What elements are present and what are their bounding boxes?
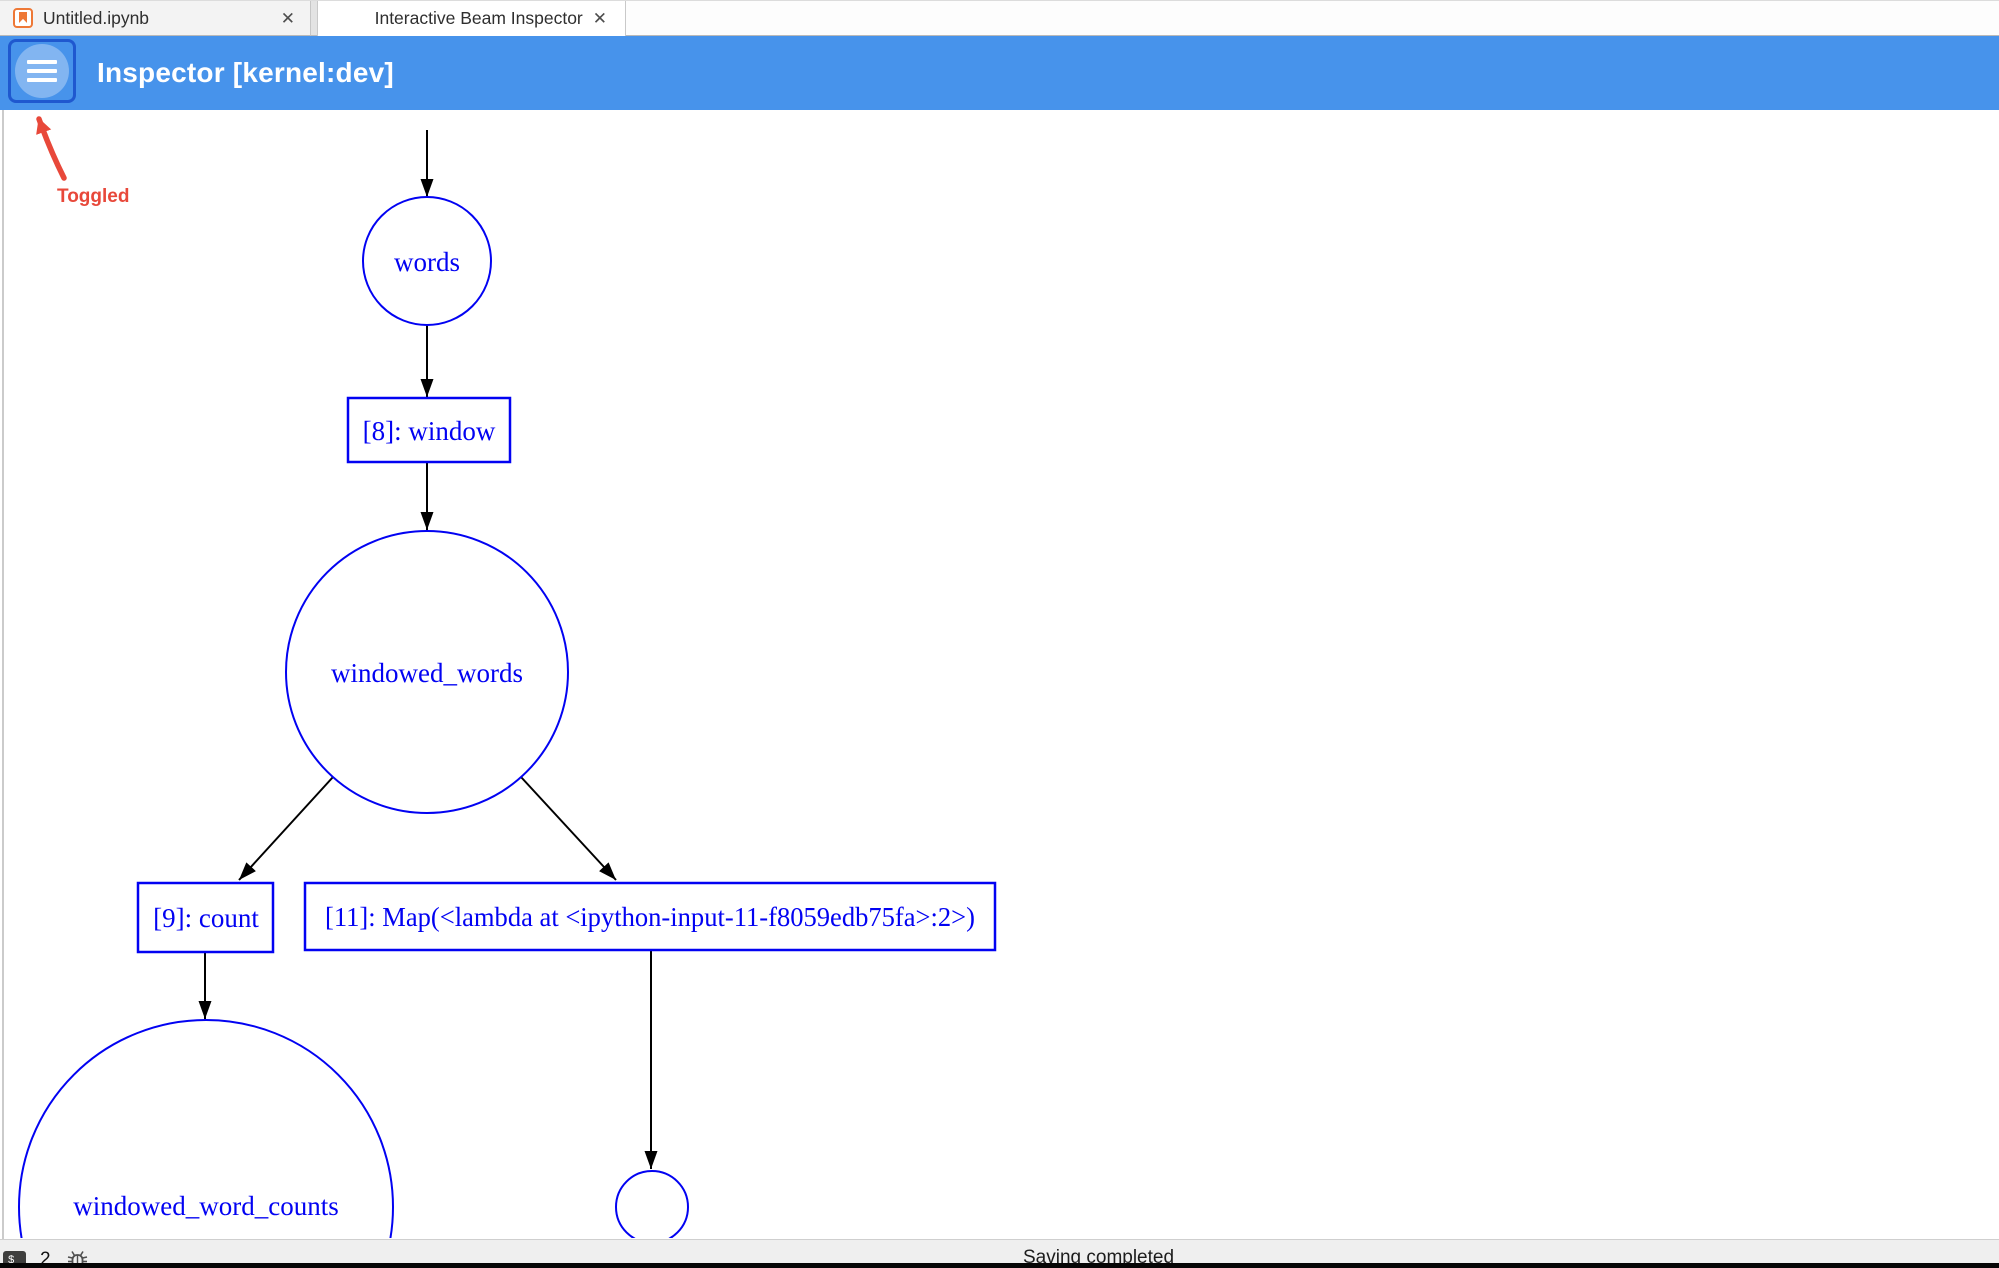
graph-node-count-label: [9]: count <box>153 903 259 933</box>
edge-windowed-words-to-map <box>520 776 617 881</box>
tab-bar-empty-space <box>626 1 1999 36</box>
inspector-header: Inspector [kernel:dev] <box>0 36 1999 110</box>
tab-interactive-beam-inspector[interactable]: Interactive Beam Inspector ✕ <box>317 1 626 36</box>
content-left-border <box>2 110 4 1239</box>
hamburger-icon <box>27 60 57 64</box>
annotation-arrow <box>36 116 67 181</box>
graph-node-windowed-words-label: windowed_words <box>331 658 523 688</box>
tab-untitled-label-group: Untitled.ipynb <box>13 8 149 29</box>
graph-node-windowed-word-counts-label: windowed_word_counts <box>73 1191 338 1221</box>
close-icon[interactable]: ✕ <box>280 8 295 28</box>
graph-node-windowed-word-counts <box>18 1019 394 1238</box>
inspector-title: Inspector [kernel:dev] <box>97 57 394 88</box>
graph-node-words-label: words <box>394 247 460 277</box>
tab-untitled-notebook[interactable]: Untitled.ipynb ✕ <box>0 1 311 36</box>
graph-node-count <box>136 881 275 954</box>
close-icon[interactable]: ✕ <box>592 9 607 28</box>
annotation-toggled-label: Toggled <box>57 186 130 207</box>
window-bottom-edge <box>0 1263 1999 1268</box>
menu-button-toggled-highlight <box>15 44 69 98</box>
graph-node-map-label: [11]: Map(<lambda at <ipython-input-11-f… <box>325 902 975 932</box>
graph-node-windowed-words <box>285 530 569 814</box>
graph-node-words <box>362 196 492 326</box>
tab-separator <box>311 1 317 36</box>
notebook-icon <box>13 8 33 28</box>
tab-label: Untitled.ipynb <box>43 7 150 28</box>
tab-bar: Untitled.ipynb ✕ Interactive Beam Inspec… <box>0 0 1999 36</box>
pipeline-graph: words [8]: window windowed_words [9]: co… <box>18 116 997 1238</box>
graph-node-window-label: [8]: window <box>363 416 496 446</box>
kernel-session-count: 2 <box>40 1248 51 1268</box>
graph-node-window <box>346 396 512 464</box>
graph-node-map <box>303 881 997 952</box>
saving-status-message: Saving completed <box>1023 1247 1175 1268</box>
menu-toggle-button[interactable] <box>8 39 76 103</box>
graph-node-anonymous-pcollection <box>615 1170 689 1238</box>
tab-label: Interactive Beam Inspector <box>374 8 583 28</box>
edge-windowed-words-to-count <box>238 776 334 881</box>
